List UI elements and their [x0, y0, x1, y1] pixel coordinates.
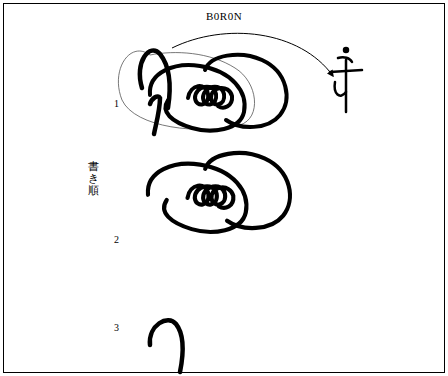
outline-loop: [118, 51, 254, 129]
stroke-order-note: 書き順: [88, 160, 99, 196]
stroke-three: [150, 320, 183, 372]
siddham-glyph: [330, 48, 362, 112]
stroke-one: [150, 96, 160, 134]
loop-stroke: [150, 55, 287, 131]
sheet-title: B0R0N: [206, 10, 242, 22]
step-number: 1: [114, 98, 119, 109]
frame: [4, 4, 445, 373]
step-number: 3: [114, 322, 119, 333]
step-number: 2: [114, 234, 119, 245]
stroke-two: [148, 153, 290, 232]
